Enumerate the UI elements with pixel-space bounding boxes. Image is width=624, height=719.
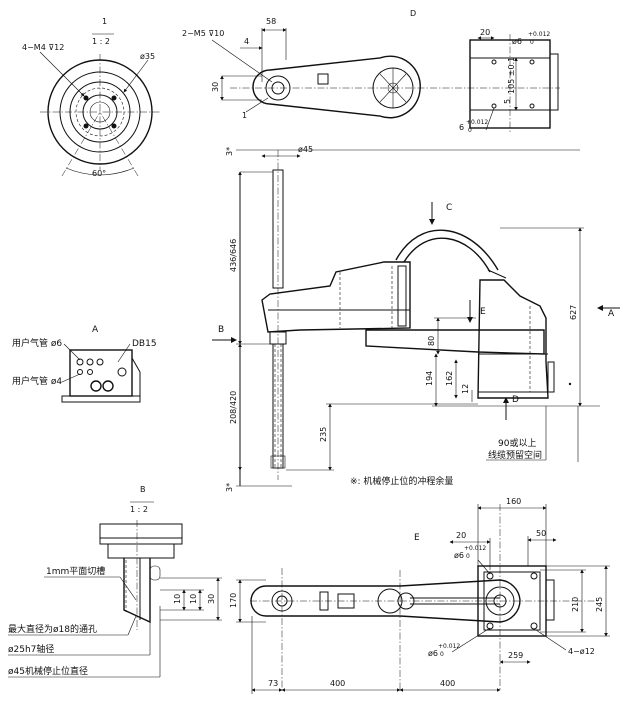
view-e-tol-up: +0.012	[464, 545, 486, 552]
detail-b-scale: 1 : 2	[130, 505, 148, 514]
detail-a-air4: 用户气管 ø4	[12, 375, 62, 387]
front-arrow-c-label: C	[446, 203, 452, 213]
view-front: 3* 3* ø45 436/646 208/420	[212, 145, 620, 492]
top-dim-20: 20	[480, 28, 490, 37]
front-dim-80: 80	[427, 336, 436, 346]
top-tol-up: +0.012	[528, 31, 550, 38]
detail-b-flat: 1mm平面切槽	[46, 565, 105, 577]
front-dim-162: 162	[445, 371, 454, 386]
front-dim-627: 627	[569, 305, 578, 320]
top-dim-30: 30	[211, 82, 220, 92]
top-tol-lo: 0	[530, 39, 534, 46]
view-e-plan: E 160 50 20 ø6 +0.01	[229, 497, 610, 694]
view-e-dim-73: 73	[268, 679, 278, 688]
view-e-dim-160: 160	[506, 497, 521, 506]
front-arrow-d-label: D	[512, 395, 519, 405]
front-dia45: ø45	[298, 145, 313, 154]
view-e-tol2-up: +0.012	[438, 643, 460, 650]
front-arrow-a-label: A	[608, 309, 615, 319]
top-dim-4: 4	[244, 37, 249, 46]
detail-a-db15: DB15	[132, 339, 157, 349]
view-e-dim-50: 50	[536, 529, 546, 538]
view-e-tol-lo: 0	[466, 553, 470, 560]
view1-label: 1	[102, 17, 107, 26]
view-e-label: E	[414, 533, 420, 543]
front-arrow-b-label: B	[218, 325, 224, 335]
top-dim-105: 105 ±0.1	[507, 57, 516, 94]
detail-a-air6: 用户气管 ø6	[12, 337, 62, 349]
detail-b-dim-10a: 10	[173, 594, 182, 604]
front-arrow-e-label: E	[480, 307, 486, 317]
top-tap: 2−M5 ⊽10	[182, 29, 224, 38]
front-dim-194: 194	[425, 371, 434, 386]
view-e-dim-259: 259	[508, 651, 523, 660]
front-dim-208: 208/420	[229, 391, 238, 424]
front-cable-space-1: 90或以上	[498, 437, 536, 449]
top-dim-58: 58	[266, 17, 276, 26]
detail-a-label: A	[92, 325, 99, 335]
front-dim-3a: 3*	[225, 147, 234, 156]
front-dim-12: 12	[461, 384, 470, 394]
front-dim-235: 235	[319, 427, 328, 442]
view-e-tol2-lo: 0	[440, 651, 444, 658]
front-note: ※: 机械停止位的冲程余量	[350, 475, 453, 487]
front-cable-space-2: 线缆预留空间	[488, 449, 542, 461]
view1-bolt-circle: ø35	[140, 52, 155, 61]
view-e-dim-400a: 400	[330, 679, 345, 688]
view-e-holes: 4−ø12	[568, 647, 595, 656]
front-dim-3b: 3*	[225, 483, 234, 492]
detail-b-dim-30: 30	[207, 594, 216, 604]
view1-angle: 60°	[92, 169, 106, 178]
detail-b-stop: ø45机械停止位直径	[8, 665, 88, 677]
view-1-flange: 1 1 : 2 4−M4 ⊽12 ø35 60°	[22, 17, 160, 178]
detail-b-dim-10b: 10	[189, 594, 198, 604]
front-dim-436: 436/646	[229, 239, 238, 272]
top-tol-up-2: +0.012	[466, 119, 488, 126]
view-e-hole2: ø6	[428, 649, 438, 658]
view-d-top: D 2−M5 ⊽10 58 4 30 1 20 ø6	[182, 9, 560, 134]
top-mark-1: 1	[242, 111, 247, 120]
view1-holes: 4−M4 ⊽12	[22, 43, 64, 52]
view-e-dim-170: 170	[229, 593, 238, 608]
view-e-dim-210: 210	[571, 597, 580, 612]
top-dim-5: 5	[503, 99, 512, 104]
detail-a-connector-panel: A 用户气管 ø6 DB15 用户气管 ø4	[12, 325, 157, 403]
detail-b-label: B	[140, 485, 146, 494]
top-dim-6: 6	[459, 123, 464, 132]
top-tol-lo-2: 0	[468, 127, 472, 134]
detail-b-shaft: B 1 : 2 1mm平面切槽 最大直径为ø18的通孔 ø25h7轴径 ø45机…	[8, 485, 222, 678]
view-e-dim-20: 20	[456, 531, 466, 540]
view-e-dim-245: 245	[595, 597, 604, 612]
detail-b-through: 最大直径为ø18的通孔	[8, 623, 97, 635]
view-e-dim-400b: 400	[440, 679, 455, 688]
view1-scale: 1 : 2	[92, 37, 110, 46]
top-hole: ø6	[512, 37, 522, 46]
view-e-hole: ø6	[454, 551, 464, 560]
top-label: D	[410, 9, 416, 18]
detail-b-shaft-dia: ø25h7轴径	[8, 643, 54, 655]
